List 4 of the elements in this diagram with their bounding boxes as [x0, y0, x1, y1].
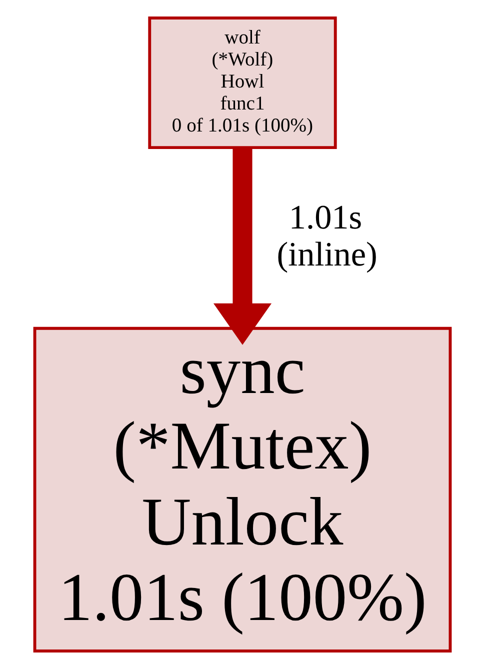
node-box: sync (*Mutex) Unlock 1.01s (100%) — [33, 326, 452, 652]
node-box: wolf (*Wolf) Howl func1 0 of 1.01s (100%) — [148, 16, 337, 150]
arrow — [213, 148, 272, 345]
edge-label: 1.01s (inline) — [276, 200, 378, 274]
